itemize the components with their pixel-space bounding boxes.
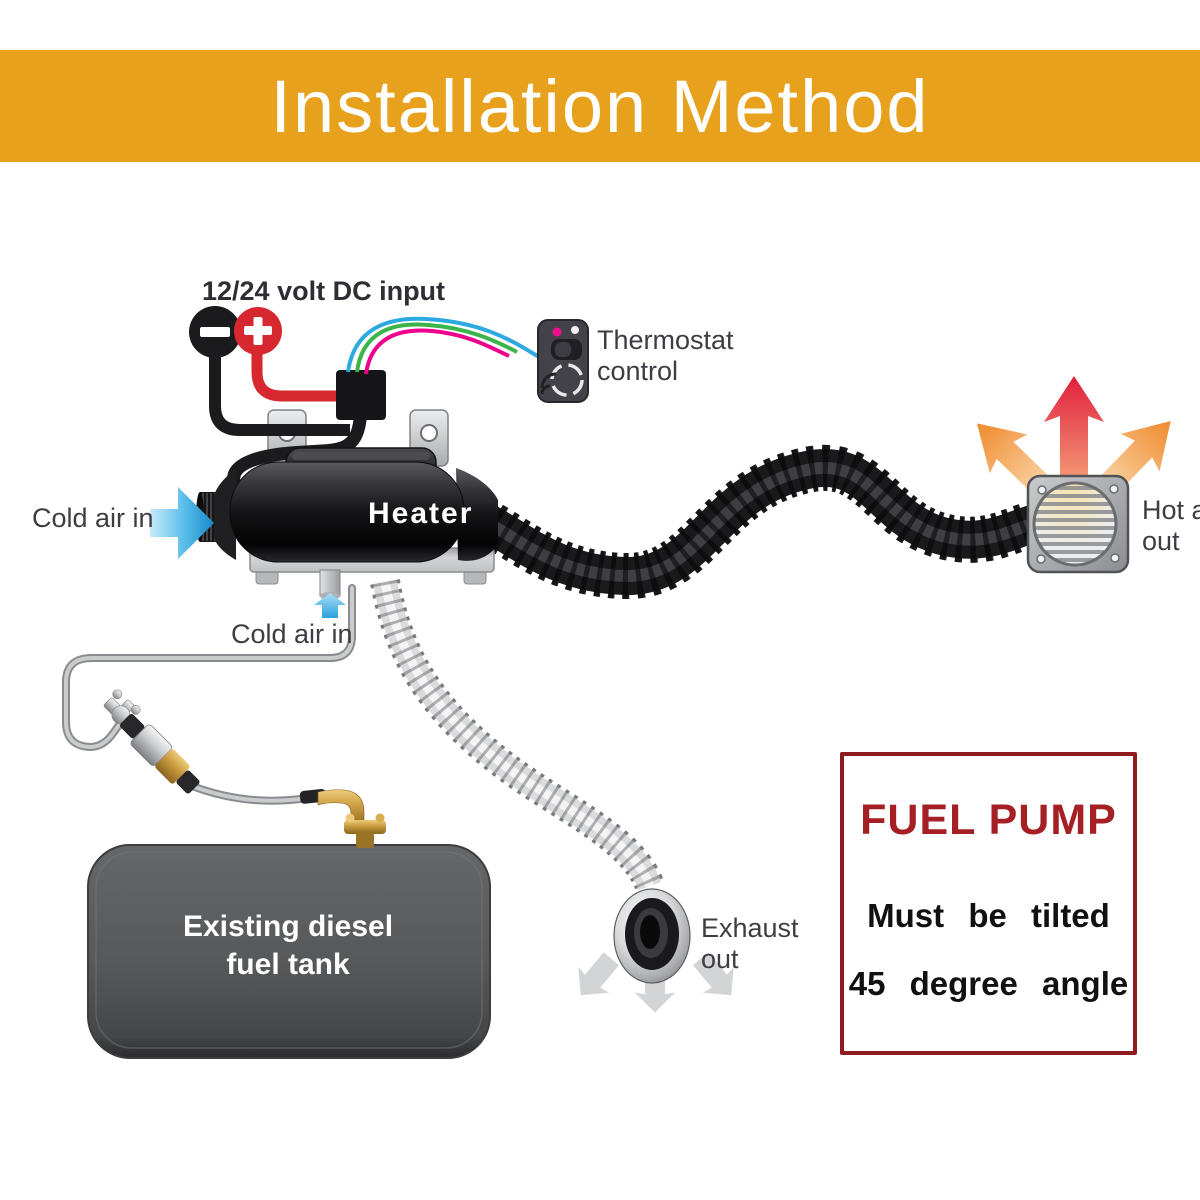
fuel-pump-note-box: FUEL PUMP Must be tilted 45 degree angle	[840, 752, 1137, 1055]
fuel-pump-note-line2: 45 degree angle	[848, 965, 1129, 1002]
thermostat-label: Thermostat control	[597, 325, 734, 387]
cold-air-arrow-small-icon	[314, 593, 346, 618]
page-title: Installation Method	[270, 64, 930, 148]
thermostat-unit-icon	[537, 319, 589, 403]
fuel-line	[62, 584, 356, 805]
hot-air-out-label: Hot air out	[1142, 495, 1200, 557]
thermostat-label-line2: control	[597, 356, 679, 386]
dc-input-label: 12/24 volt DC input	[202, 276, 446, 306]
hot-air-out-label-line2: out	[1142, 526, 1180, 556]
positive-terminal-icon	[234, 307, 282, 355]
title-banner: Installation Method	[0, 50, 1200, 162]
control-wires	[346, 316, 541, 375]
wiring-harness-connector	[336, 370, 386, 420]
thermostat-led-icon	[552, 327, 562, 337]
cold-air-arrow-icon	[150, 487, 214, 559]
heater-label: Heater	[368, 497, 474, 530]
signal-icon	[540, 372, 557, 395]
hot-air-vent-icon	[1026, 474, 1130, 574]
tank-fitting-icon	[299, 788, 386, 848]
fuel-tank-label-line1: Existing diesel	[182, 910, 394, 943]
fuel-pump-icon	[103, 689, 200, 794]
hot-air-out-label-line1: Hot air	[1142, 495, 1200, 525]
negative-terminal-icon	[189, 306, 241, 358]
fuel-tank-label-line2: fuel tank	[226, 948, 350, 981]
battery-terminals	[189, 306, 282, 358]
fuel-tank-icon	[87, 844, 491, 1059]
thermostat-label-line1: Thermostat	[597, 325, 734, 355]
exhaust-outlet-icon	[613, 888, 691, 984]
exhaust-out-label: Exhaust out	[701, 913, 799, 975]
exhaust-pipe	[370, 579, 665, 892]
exhaust-arrows-icon	[575, 949, 737, 1016]
heater-unit-icon	[196, 447, 498, 600]
thermostat-knob-icon	[550, 363, 584, 397]
fuel-pump-note-title: FUEL PUMP	[860, 796, 1117, 844]
exhaust-out-label-line2: out	[701, 944, 739, 974]
fuel-tank-label: Existing diesel fuel tank	[118, 908, 458, 984]
exhaust-out-label-line1: Exhaust	[701, 913, 799, 943]
cold-air-in-bottom-label: Cold air in	[231, 619, 353, 649]
hot-air-duct-hose	[459, 444, 1046, 599]
fuel-pump-note-line1: Must be tilted	[867, 897, 1110, 934]
cold-air-in-left-label: Cold air in	[32, 503, 154, 533]
